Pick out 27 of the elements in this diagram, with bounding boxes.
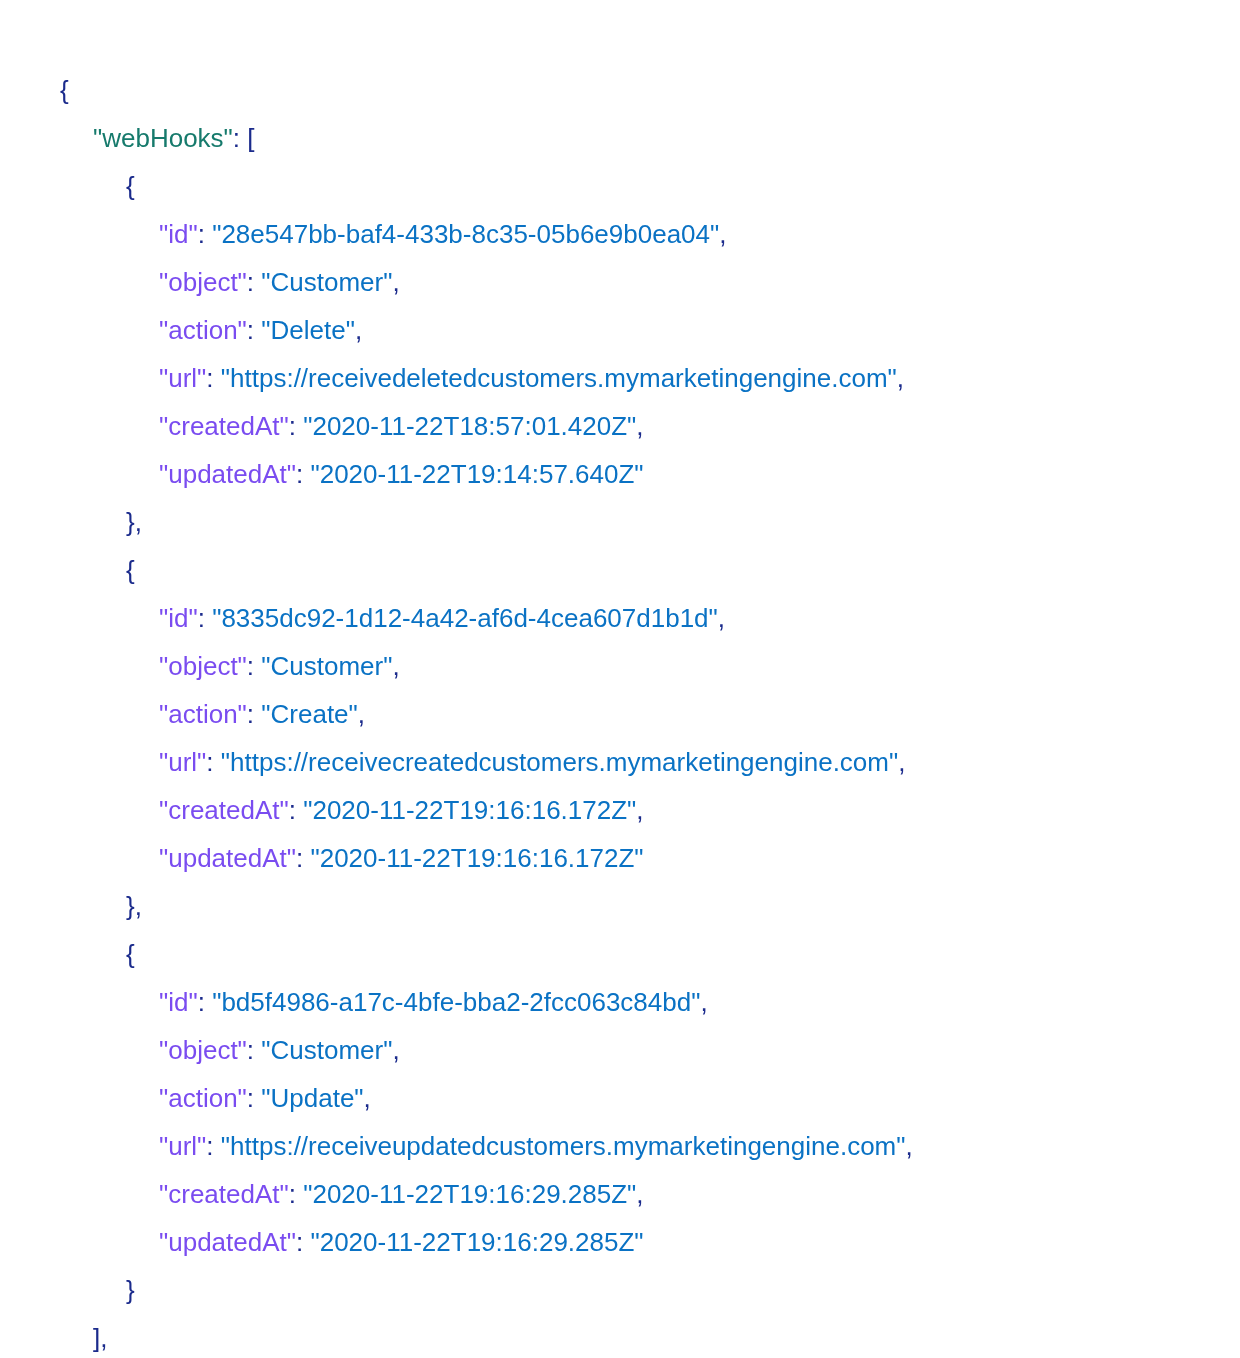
- code-line: {: [60, 74, 69, 106]
- code-line: {: [126, 938, 135, 970]
- code-line: "id": "bd5f4986-a17c-4bfe-bba2-2fcc063c84bd",: [159, 986, 708, 1018]
- code-line: "action": "Delete",: [159, 314, 363, 346]
- code-line: "url": "https://receivecreatedcustomers.mymarketingengine.com",: [159, 746, 906, 778]
- code-line: "object": "Customer",: [159, 1034, 400, 1066]
- code-line: "action": "Create",: [159, 698, 366, 730]
- code-line: "webHooks": [: [93, 122, 255, 154]
- code-line: }: [126, 1274, 135, 1306]
- code-line: "id": "8335dc92-1d12-4a42-af6d-4cea607d1b1d",: [159, 602, 726, 634]
- code-line: },: [126, 890, 142, 922]
- code-line: "object": "Customer",: [159, 266, 400, 298]
- code-line: "createdAt": "2020-11-22T19:16:29.285Z",: [159, 1178, 644, 1210]
- code-line: "updatedAt": "2020-11-22T19:14:57.640Z": [159, 458, 644, 490]
- code-line: "url": "https://receivedeletedcustomers.mymarketingengine.com",: [159, 362, 905, 394]
- code-line: "createdAt": "2020-11-22T18:57:01.420Z",: [159, 410, 644, 442]
- code-line: ],: [93, 1322, 108, 1354]
- code-line: "updatedAt": "2020-11-22T19:16:29.285Z": [159, 1226, 644, 1258]
- code-line: "id": "28e547bb-baf4-433b-8c35-05b6e9b0ea04",: [159, 218, 727, 250]
- code-line: "url": "https://receiveupdatedcustomers.mymarketingengine.com",: [159, 1130, 913, 1162]
- code-line: "action": "Update",: [159, 1082, 371, 1114]
- code-line: {: [126, 554, 135, 586]
- code-line: "updatedAt": "2020-11-22T19:16:16.172Z": [159, 842, 644, 874]
- code-line: "object": "Customer",: [159, 650, 400, 682]
- code-line: {: [126, 170, 135, 202]
- code-line: "createdAt": "2020-11-22T19:16:16.172Z",: [159, 794, 644, 826]
- code-line: },: [126, 506, 142, 538]
